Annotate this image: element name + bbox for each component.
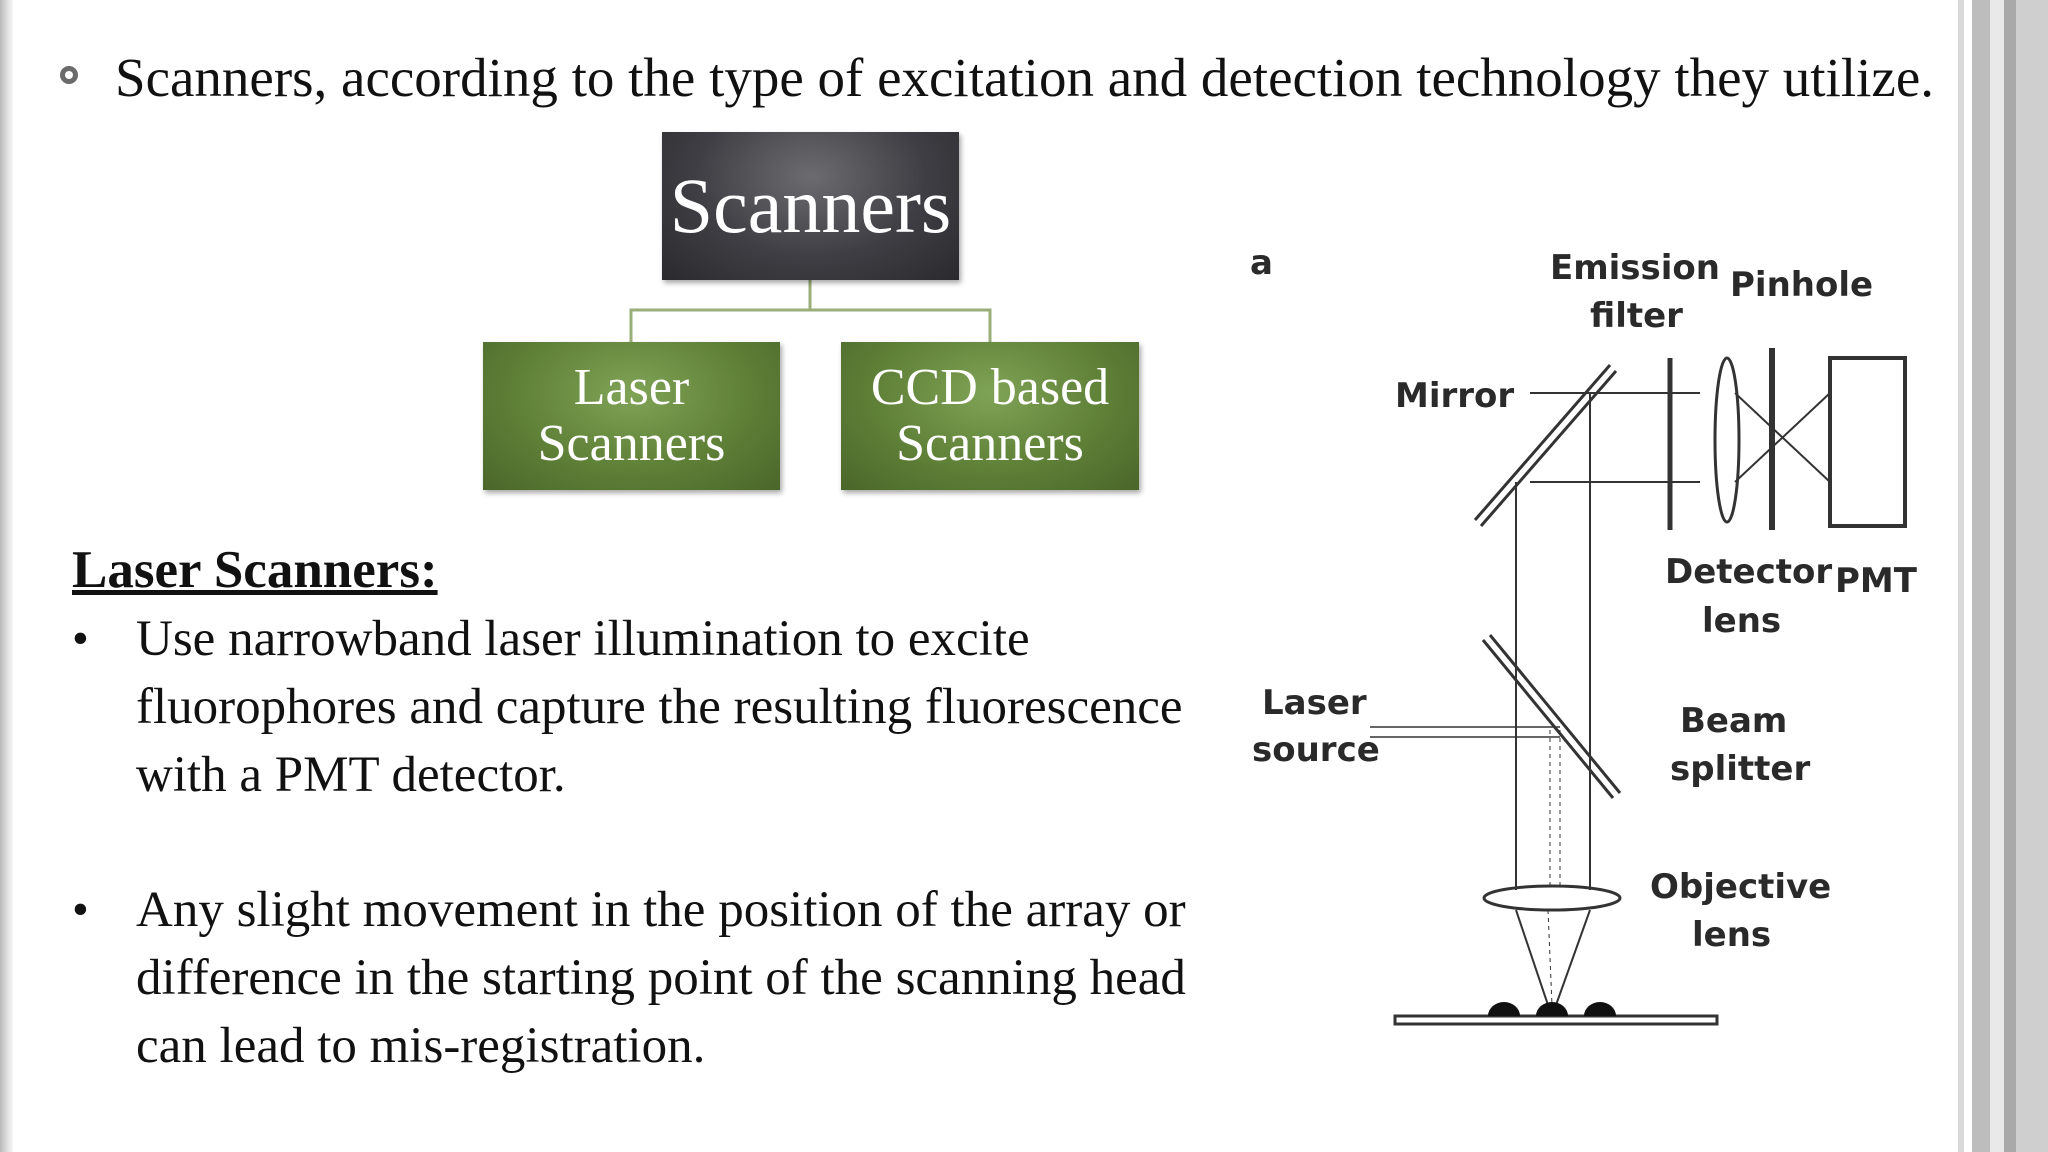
org-chart-ccd-label: CCD based Scanners (870, 359, 1110, 472)
objective-lens-shape (1482, 884, 1622, 912)
org-chart-root-box: Scanners (662, 132, 959, 280)
slide-heading: Scanners, according to the type of excit… (115, 47, 1934, 108)
slide-right-frame (1958, 0, 2048, 1152)
panel-label: a (1250, 243, 1273, 283)
mirror-shape (1473, 364, 1612, 521)
laser-label-line1: Laser (1262, 683, 1367, 723)
beam-splitter-shape (1481, 639, 1615, 799)
bullet-dot-icon: • (72, 883, 89, 936)
org-chart-ccd-scanners-box: CCD based Scanners (841, 342, 1139, 490)
org-chart-laser-scanners-box: Laser Scanners (483, 342, 780, 490)
mirror-label: Mirror (1395, 376, 1514, 416)
beam-label-line1: Beam (1680, 701, 1787, 741)
detector-label-line1: Detector (1665, 552, 1832, 592)
pinhole-label: Pinhole (1730, 265, 1873, 305)
emission-label-line1: Emission (1550, 248, 1720, 288)
objective-label-line1: Objective (1650, 867, 1831, 907)
detector-label-line2: lens (1702, 601, 1781, 641)
laser-label-line2: source (1252, 730, 1380, 770)
emission-label-line2: filter (1590, 296, 1683, 336)
bullet-dot-icon: • (72, 612, 89, 665)
objective-label-line2: lens (1692, 915, 1771, 955)
pmt-box-shape (1828, 356, 1907, 528)
beam-label-line2: splitter (1670, 749, 1810, 789)
sample-spots (1488, 1002, 1616, 1016)
slide-left-frame (0, 0, 13, 1152)
circle-bullet-icon (60, 66, 78, 84)
detector-lens-shape (1713, 356, 1741, 524)
org-chart-laser-label: Laser Scanners (537, 359, 726, 472)
org-chart-root-label: Scanners (669, 162, 952, 249)
bullet-text: Any slight movement in the position of t… (136, 882, 1186, 1074)
laser-scanner-optics-diagram: a Emission filter Pinhole Mirror Detecto… (1250, 243, 1918, 1026)
pmt-label: PMT (1835, 561, 1918, 601)
section-title: Laser Scanners: (72, 541, 438, 599)
bullet-text: Use narrowband laser illumination to exc… (136, 611, 1183, 803)
array-slide-shape (1393, 1014, 1719, 1026)
